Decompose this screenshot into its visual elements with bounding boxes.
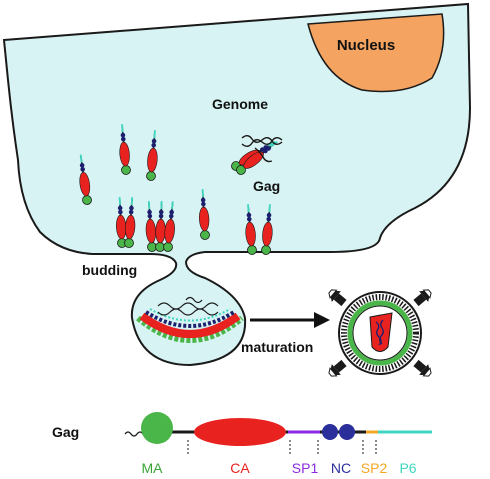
segment-label-sp1: SP1 — [292, 460, 319, 476]
segment-label-p6: P6 — [399, 460, 416, 476]
segment-label-ma: MA — [142, 460, 164, 476]
nucleus-shape — [307, 13, 445, 93]
gag-domain-bar — [124, 412, 432, 456]
genome-label: Genome — [212, 96, 268, 112]
cell-membrane — [2, 2, 472, 367]
maturation-label: maturation — [241, 339, 313, 355]
budding-label: budding — [82, 262, 137, 278]
segment-label-nc: NC — [331, 460, 351, 476]
genome-rna — [241, 135, 283, 163]
segment-label-sp2: SP2 — [361, 460, 388, 476]
maturation-arrow — [250, 312, 330, 328]
segment-label-ca: CA — [230, 460, 250, 476]
budding-virion — [136, 296, 244, 343]
nucleus-label: Nucleus — [337, 37, 395, 54]
mature-virion — [325, 285, 435, 381]
gag-label: Gag — [253, 178, 280, 194]
gag-diagram-label: Gag — [52, 424, 79, 440]
